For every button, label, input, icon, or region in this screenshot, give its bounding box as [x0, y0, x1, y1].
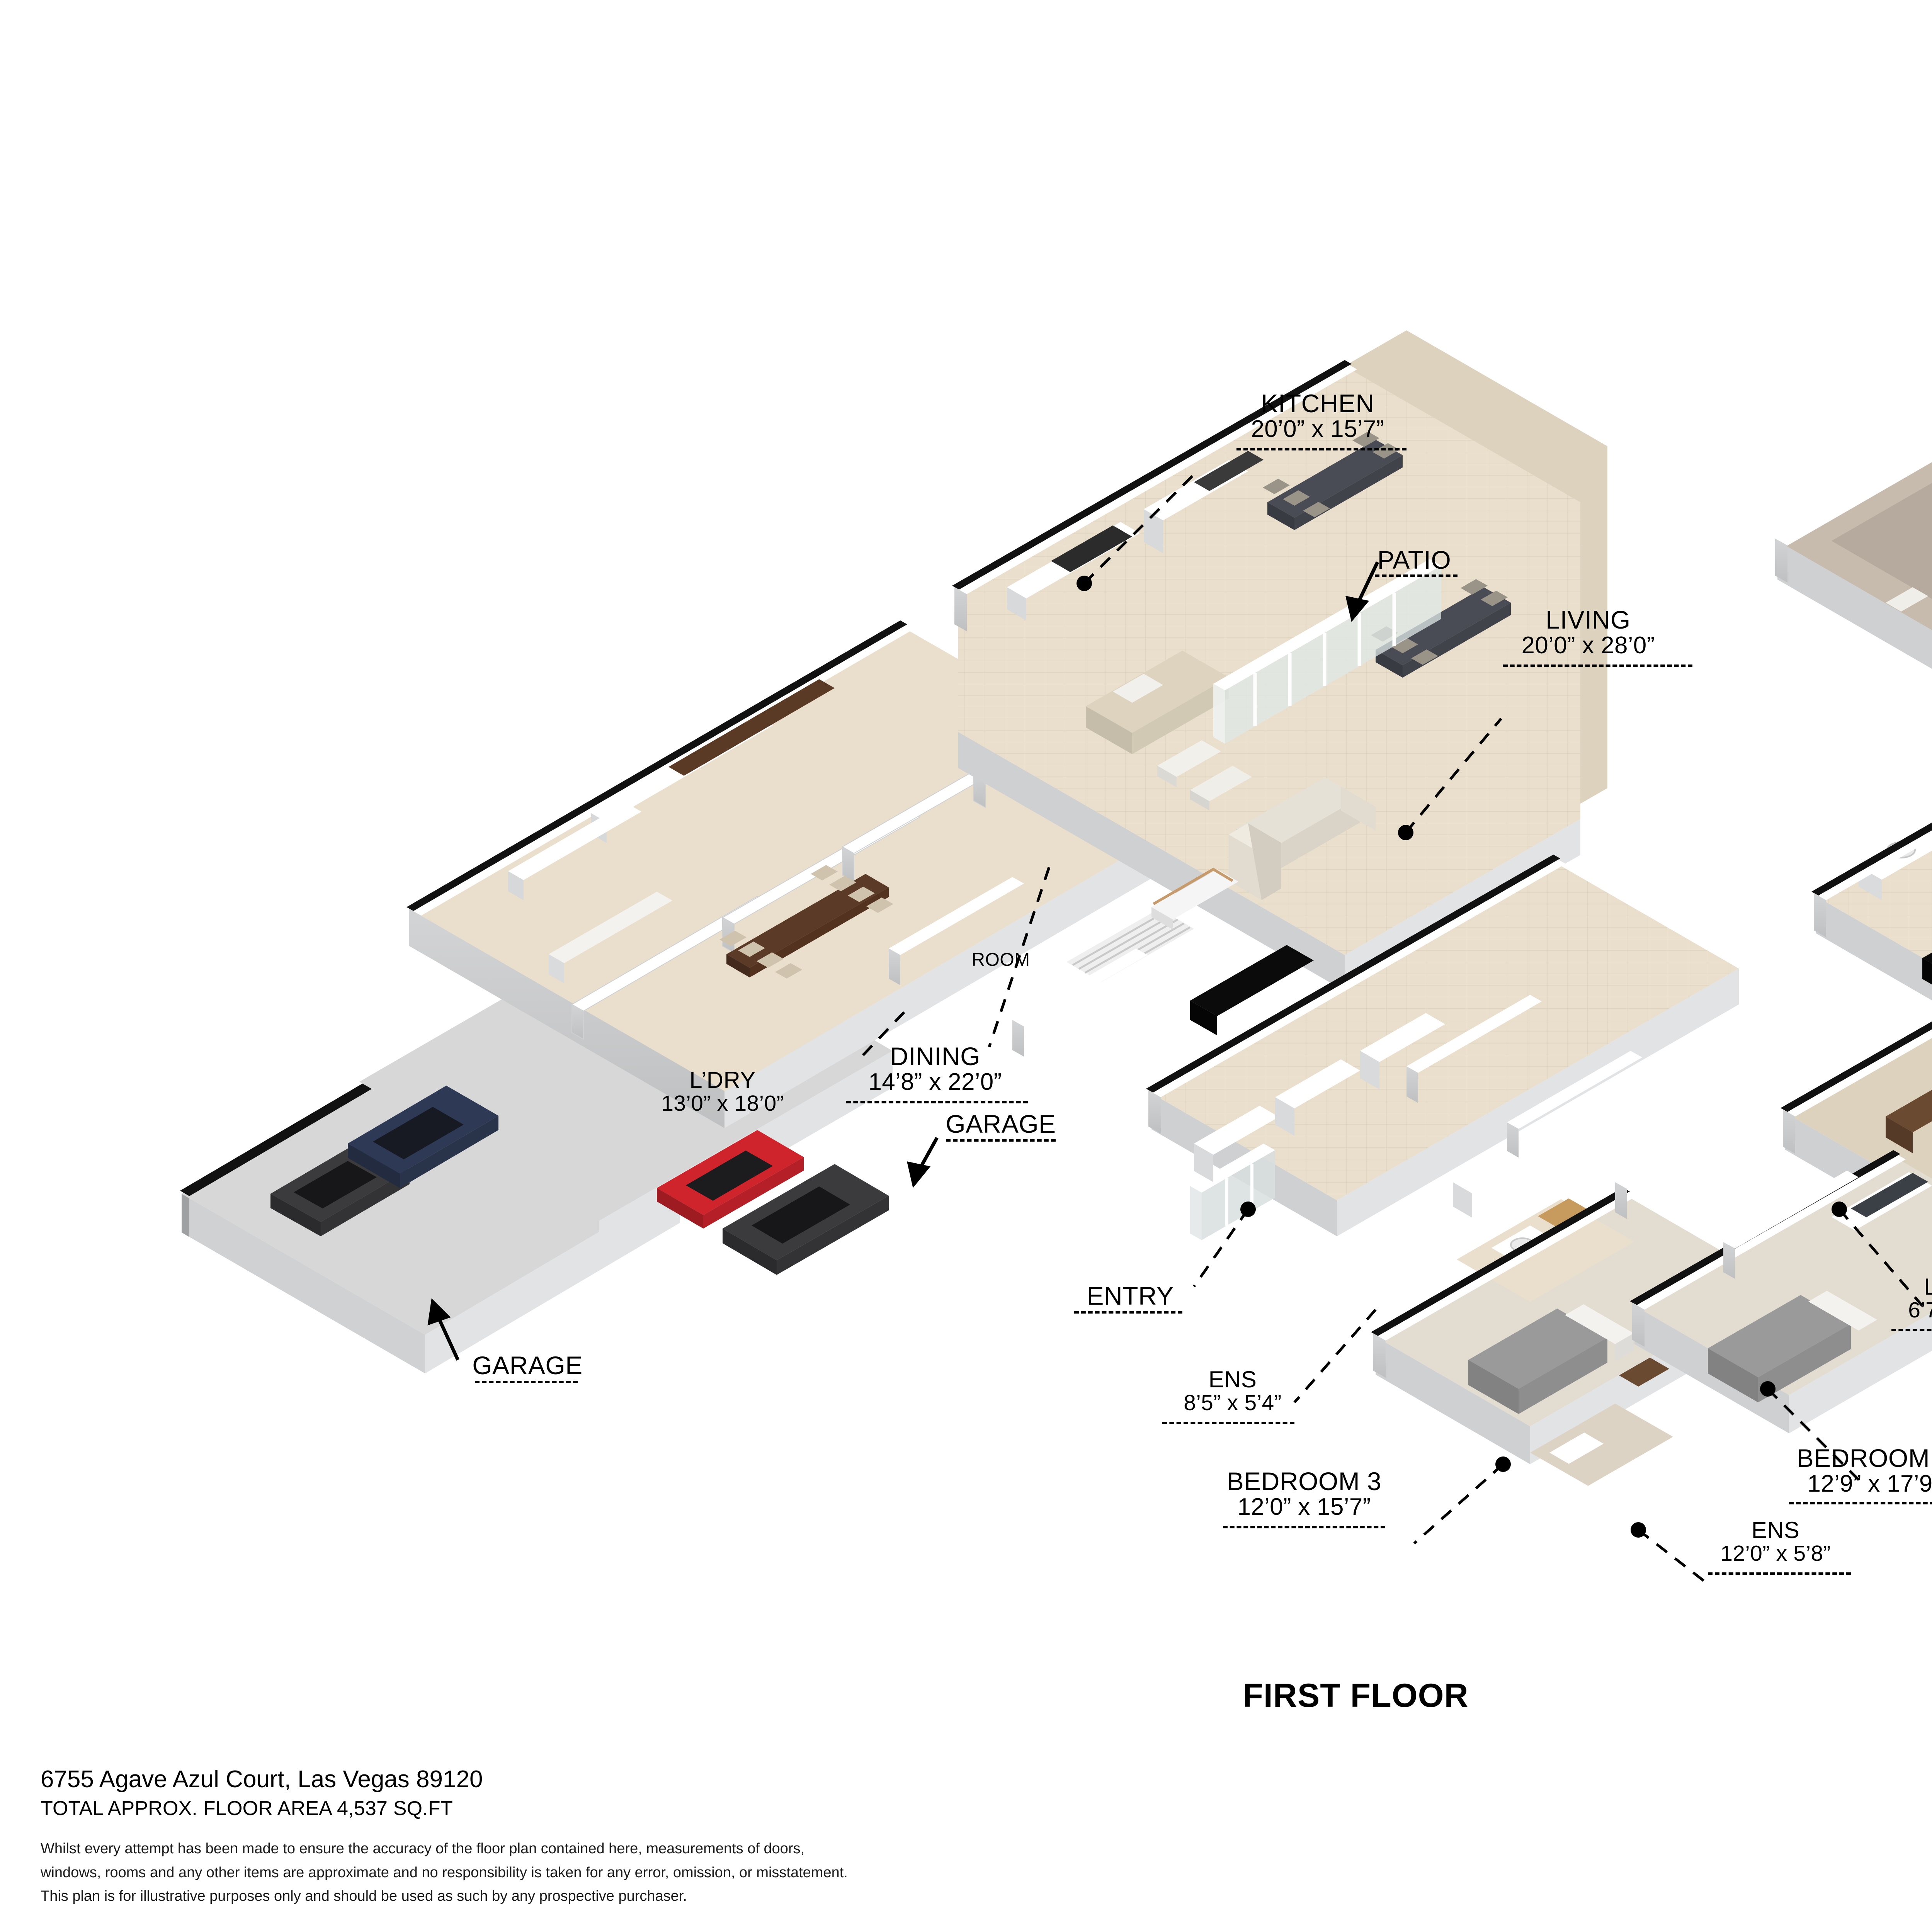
disclaimer-line-1: Whilst every attempt has been made to en… [41, 1841, 805, 1857]
left-exterior-wall [406, 620, 913, 1128]
car-black-truck [723, 1164, 889, 1275]
room-label-ens-right: ENS 12’0” x 5’8” [1696, 1517, 1855, 1575]
kitchen-island [1086, 651, 1229, 754]
sectional-sofa [1229, 777, 1376, 900]
room-label-laundry-left: L’DRY 13’0” x 18’0” [661, 1068, 784, 1115]
room-label-room-inline: ROOM [958, 950, 1043, 970]
dining-chairs [719, 865, 893, 979]
room-dimensions-bedroom-4: 12’9” x 17’9” [1807, 1470, 1932, 1497]
property-address: 6755 Agave Azul Court, Las Vegas 89120 [41, 1766, 483, 1793]
room-dimensions-kitchen: 20’0” x 15’7” [1251, 415, 1384, 442]
corridor-storage [1194, 1013, 1526, 1218]
guest-casita [1775, 448, 1932, 669]
footer-block: 6755 Agave Azul Court, Las Vegas 89120 T… [41, 1766, 1663, 1909]
room-label-garage-upper: GARAGE [943, 1110, 1059, 1142]
room-name-ens-right: ENS [1751, 1517, 1800, 1543]
room-label-kitchen: KITCHEN 20’0” x 15’7” [1213, 389, 1422, 450]
kitchen-wall-cabinets [952, 360, 1357, 631]
patio-dining-chairs-1 [1263, 432, 1400, 517]
patio-arrow [1345, 561, 1379, 622]
room-name-bedroom-4: BEDROOM 4 [1796, 1444, 1932, 1472]
coffee-table [1190, 766, 1252, 811]
room-dimensions-ens-right: 12’0” x 5’8” [1720, 1541, 1831, 1566]
left-wing-cabinetry [508, 679, 835, 983]
garage-arrow-upper [907, 1137, 939, 1188]
bedroom4-slab [1634, 1156, 1932, 1433]
room-label-dining: DINING 14’8” x 22’0” [846, 1042, 1028, 1103]
room-name-entry: ENTRY [1087, 1281, 1174, 1310]
dining-table-furniture [726, 874, 889, 977]
room-name-patio: PATIO [1377, 546, 1451, 574]
floor-title: FIRST FLOOR [1243, 1677, 1469, 1714]
garage-arrow-lower [427, 1298, 460, 1361]
disclaimer-line-3: This plan is for illustrative purposes o… [41, 1888, 687, 1905]
ens-right-block [1530, 1404, 1673, 1486]
total-floor-area: TOTAL APPROX. FLOOR AREA 4,537 SQ.FT [41, 1797, 453, 1820]
patio-glass-doors [1213, 559, 1441, 744]
room-dimensions-laundry-left: 13’0” x 18’0” [661, 1091, 784, 1116]
room-label-bedroom-3: BEDROOM 3 12’0” x 15’7” [1208, 1467, 1401, 1528]
room-name-garage-lower: GARAGE [472, 1351, 583, 1380]
room-dimensions-living: 20’0” x 28’0” [1521, 632, 1655, 659]
room-label-entry: ENTRY [1074, 1281, 1184, 1314]
room-label-patio: PATIO [1364, 546, 1464, 577]
room-dimensions-bedroom-3: 12’0” x 15’7” [1237, 1493, 1371, 1520]
room-dimensions-dining: 14’8” x 22’0” [868, 1068, 1002, 1095]
room-name-room-inline: ROOM [971, 950, 1030, 970]
room-dimensions-ens-left: 8’5” x 5’4” [1184, 1390, 1282, 1416]
corridor-walls [1146, 855, 1566, 1134]
room-dimensions-laundry-right: 6’7” x 9’5” [1908, 1298, 1932, 1323]
disclaimer-line-2: windows, rooms and any other items are a… [41, 1864, 848, 1881]
dark-cabinet-run [1190, 945, 1314, 1035]
interior-partition-set [889, 877, 1859, 1279]
room-name-laundry-left: L’DRY [689, 1067, 756, 1093]
room-name-ens-left: ENS [1208, 1366, 1257, 1392]
room-name-living: LIVING [1546, 605, 1631, 634]
room-label-garage-lower: GARAGE [469, 1351, 585, 1383]
car-navy-suv [348, 1086, 498, 1188]
bench-seat [1157, 740, 1221, 787]
callout-dots [1077, 576, 1847, 1538]
room-name-kitchen: KITCHEN [1261, 389, 1374, 418]
room-label-laundry-right: L’DRY 6’7” x 9’5” [1880, 1274, 1932, 1331]
room-name-laundry-right: L’DRY [1924, 1274, 1932, 1300]
room-name-dining: DINING [890, 1042, 980, 1071]
room-name-garage-upper: GARAGE [946, 1110, 1056, 1138]
room-label-bedroom-4: BEDROOM 4 12’9” x 17’9” [1781, 1444, 1932, 1504]
room-label-ens-left: ENS 8’5” x 5’4” [1155, 1366, 1310, 1424]
car-red-sports [657, 1130, 804, 1229]
ens-left-block [1457, 1198, 1634, 1302]
room-label-living: LIVING 20’0” x 28’0” [1499, 605, 1692, 667]
callout-leaders [859, 473, 1923, 1585]
room-name-bedroom-3: BEDROOM 3 [1226, 1467, 1382, 1496]
